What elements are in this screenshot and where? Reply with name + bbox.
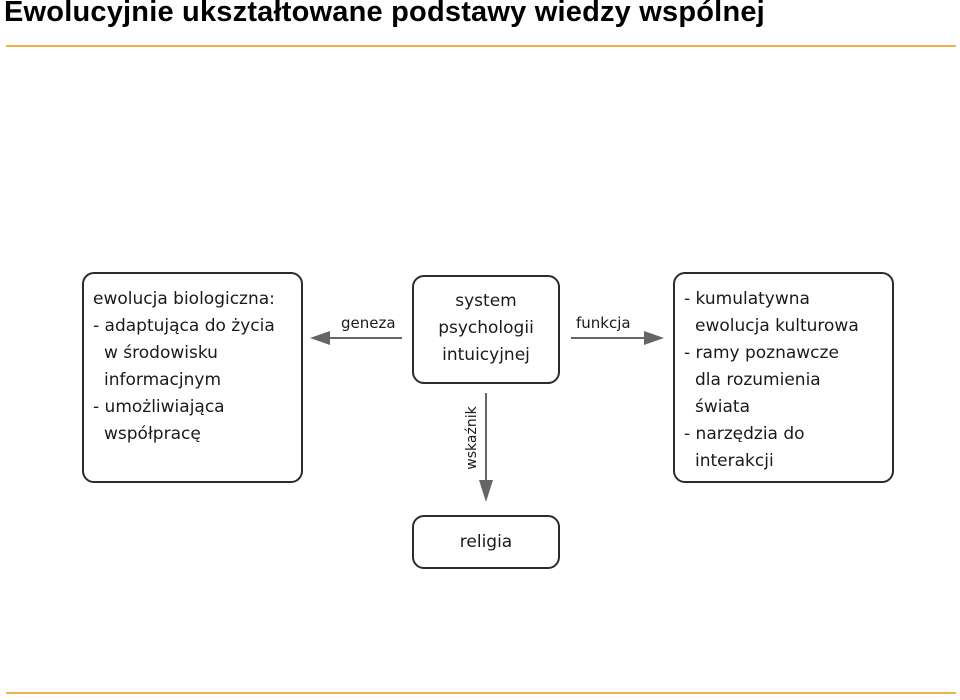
edge-label-wskaznik: wskaźnik (464, 406, 480, 470)
left-box-line: współpracę (104, 424, 201, 444)
right-box-line: świata (695, 397, 750, 417)
footer-divider (6, 692, 956, 694)
right-box-line: ewolucja kulturowa (695, 316, 859, 336)
intuitive-psychology-box: system psychologii intuicyjnej (412, 275, 560, 384)
arrow-funkcja (571, 331, 664, 345)
left-box-line: ewolucja biologiczna: (93, 289, 275, 309)
right-box-line: interakcji (695, 451, 774, 471)
slide-title: Ewolucyjnie ukształtowane podstawy wiedz… (4, 0, 765, 28)
right-box-line: - ramy poznawcze (684, 343, 839, 363)
religion-label: religia (459, 532, 513, 552)
center-box-line: intuicyjnej (442, 345, 530, 365)
left-box-line: - umożliwiająca (93, 397, 225, 417)
center-box-line: psychologii (438, 318, 534, 338)
religion-box: religia (412, 515, 560, 569)
left-box-line: informacjnym (104, 370, 222, 390)
right-box-line: - kumulatywna (684, 289, 810, 309)
cultural-evolution-box: - kumulatywna ewolucja kulturowa - ramy … (673, 272, 894, 483)
right-box-line: dla rozumienia (695, 370, 821, 390)
right-box-line: - narzędzia do (684, 424, 805, 444)
left-box-line: - adaptująca do życia (93, 316, 275, 336)
edge-label-funkcja: funkcja (576, 314, 631, 332)
title-divider (6, 45, 956, 47)
arrow-wskaznik (479, 393, 493, 502)
arrow-geneza (310, 331, 402, 345)
left-box-line: w środowisku (104, 343, 218, 363)
biological-evolution-box: ewolucja biologiczna: - adaptująca do ży… (82, 272, 303, 483)
edge-label-geneza: geneza (341, 314, 396, 332)
center-box-line: system (455, 291, 517, 311)
